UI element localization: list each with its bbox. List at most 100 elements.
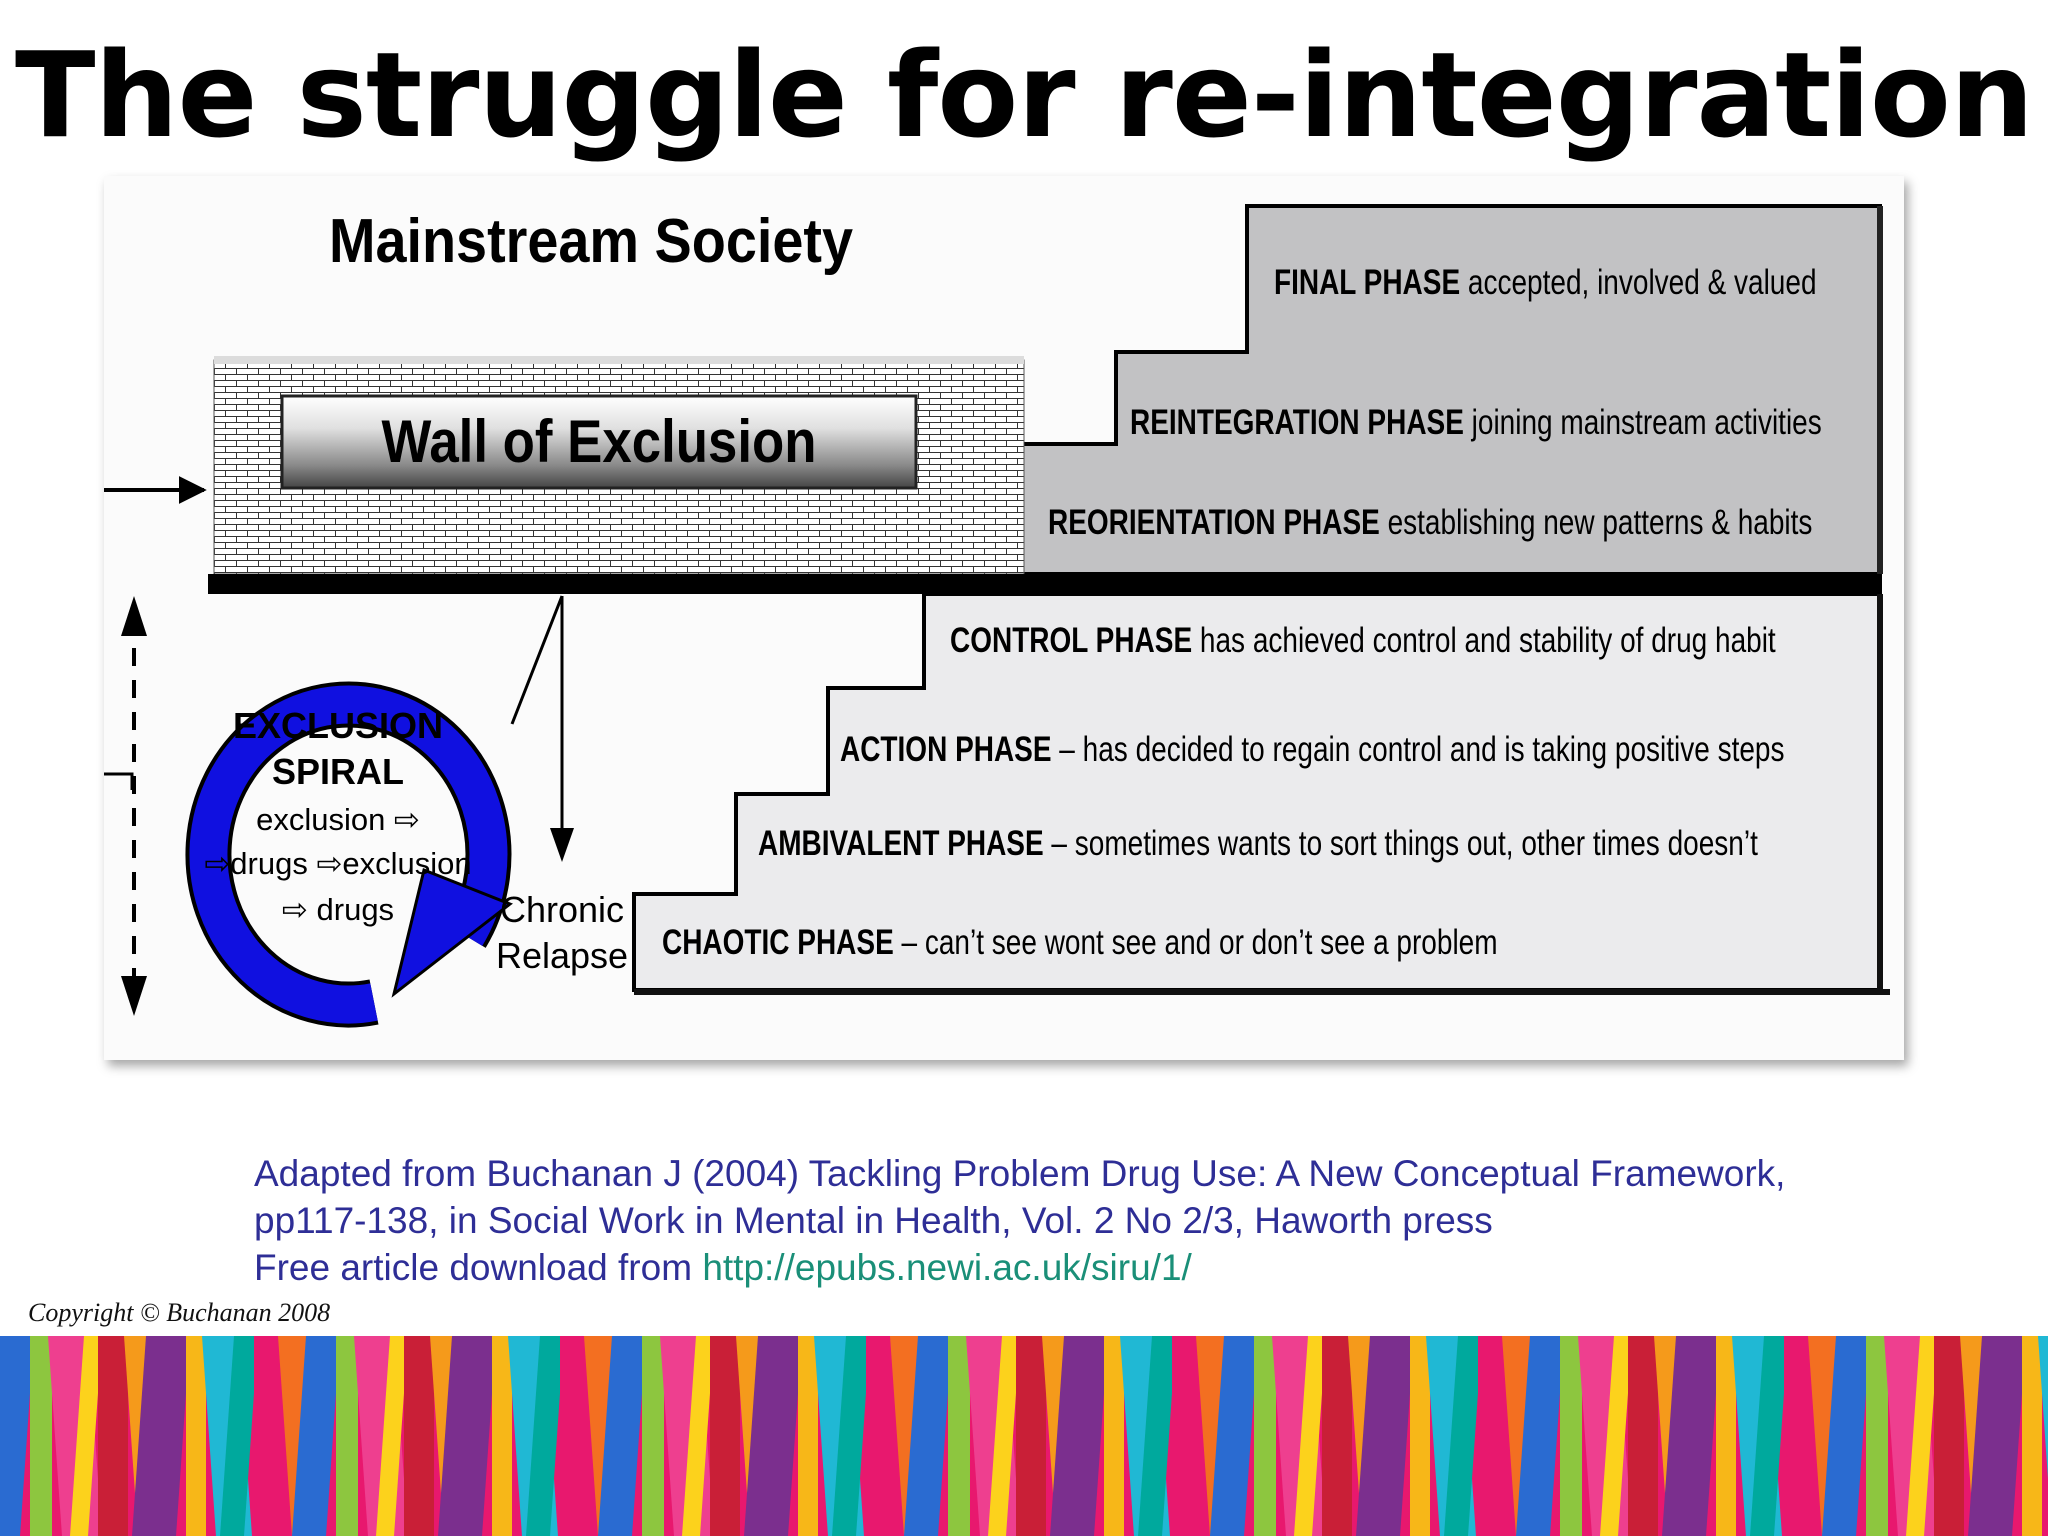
diagram-frame: Mainstream Society Wall of Exclusion: [104, 176, 1904, 1060]
stripe: [1016, 1336, 1046, 1536]
stripe: [1322, 1336, 1352, 1536]
phase-desc-3: establishing new patterns & habits: [1380, 502, 1813, 542]
stripe: [220, 1336, 258, 1536]
stripe: [492, 1336, 512, 1536]
article-download-link[interactable]: http://epubs.newi.ac.uk/siru/1/: [702, 1247, 1192, 1288]
phase-label-1: FINAL PHASE accepted, involved & valued: [1274, 262, 1817, 302]
slide-title: The struggle for re-integration: [15, 26, 2034, 164]
phase-label-4: CONTROL PHASE has achieved control and s…: [950, 620, 1776, 660]
citation-line-3-prefix: Free article download from: [254, 1247, 703, 1288]
stripe: [1628, 1336, 1658, 1536]
phase-desc-6: – sometimes wants to sort things out, ot…: [1044, 823, 1758, 863]
stripe: [1662, 1336, 1720, 1536]
stripe: [404, 1336, 434, 1536]
decorative-stripe-band: [0, 1336, 2048, 1536]
stripe: [336, 1336, 358, 1536]
phase-desc-4: has achieved control and stability of dr…: [1192, 620, 1776, 660]
stripe: [832, 1336, 870, 1536]
spiral-title-1: EXCLUSION: [233, 705, 443, 746]
phase-desc-7: – can’t see wont see and or don’t see a …: [894, 922, 1498, 962]
exclusion-spiral-text: EXCLUSION SPIRAL exclusion ⇨ ⇨drugs ⇨exc…: [204, 705, 471, 927]
phase-desc-2: joining mainstream activities: [1464, 402, 1822, 442]
stripe: [642, 1336, 664, 1536]
stripe: [132, 1336, 190, 1536]
phase-label-3: REORIENTATION PHASE establishing new pat…: [1048, 502, 1812, 542]
stripe: [1822, 1336, 1870, 1536]
phase-name-6: AMBIVALENT PHASE: [758, 823, 1044, 863]
phase-name-7: CHAOTIC PHASE: [662, 922, 894, 962]
phase-name-4: CONTROL PHASE: [950, 620, 1192, 660]
stripe: [1444, 1336, 1482, 1536]
spiral-title-2: SPIRAL: [272, 751, 404, 792]
stripe: [1210, 1336, 1258, 1536]
stripe: [682, 1336, 714, 1536]
stripe: [710, 1336, 740, 1536]
stripe: [1560, 1336, 1582, 1536]
wall-label-box: [280, 394, 918, 490]
stripe: [798, 1336, 818, 1536]
phase-label-2: REINTEGRATION PHASE joining mainstream a…: [1130, 402, 1822, 442]
stripe: [598, 1336, 646, 1536]
spiral-line-3: exclusion ⇨: [256, 802, 420, 837]
stripe: [1410, 1336, 1430, 1536]
stripe: [1478, 1336, 1506, 1536]
stripe: [1516, 1336, 1564, 1536]
citation-line-2: pp117-138, in Social Work in Mental in H…: [254, 1200, 1493, 1241]
stripe: [988, 1336, 1020, 1536]
stripe: [1254, 1336, 1276, 1536]
phase-name-1: FINAL PHASE: [1274, 262, 1460, 302]
stripe: [560, 1336, 588, 1536]
stripe: [1172, 1336, 1200, 1536]
stripe: [904, 1336, 952, 1536]
stripe: [1050, 1336, 1108, 1536]
stripe: [1138, 1336, 1176, 1536]
copyright-notice: Copyright © Buchanan 2008: [28, 1298, 331, 1327]
stripe: [1294, 1336, 1326, 1536]
stripe: [1716, 1336, 1736, 1536]
phase-label-5: ACTION PHASE – has decided to regain con…: [840, 729, 1785, 769]
stripe: [1968, 1336, 2026, 1536]
phase-desc-1: accepted, involved & valued: [1460, 262, 1816, 302]
citation-line-3: Free article download from http://epubs.…: [254, 1244, 2014, 1291]
stripe: [1906, 1336, 1938, 1536]
citation-line-1: Adapted from Buchanan J (2004) Tackling …: [254, 1153, 1786, 1194]
phase-name-5: ACTION PHASE: [840, 729, 1052, 769]
stripe: [1104, 1336, 1124, 1536]
phase-name-3: REORIENTATION PHASE: [1048, 502, 1380, 542]
stripe: [30, 1336, 52, 1536]
phase-label-6: AMBIVALENT PHASE – sometimes wants to so…: [758, 823, 1758, 863]
stripe: [98, 1336, 128, 1536]
stripe: [438, 1336, 496, 1536]
stripe: [0, 1336, 34, 1536]
spiral-line-4: ⇨drugs ⇨exclusion: [204, 846, 471, 881]
stripe: [376, 1336, 408, 1536]
stripe: [744, 1336, 802, 1536]
spiral-line-5: ⇨ drugs: [282, 892, 394, 927]
stripe: [1750, 1336, 1788, 1536]
phase-label-7: CHAOTIC PHASE – can’t see wont see and o…: [662, 922, 1498, 962]
stripe: [2022, 1336, 2042, 1536]
citation-caption: Adapted from Buchanan J (2004) Tackling …: [254, 1150, 2014, 1291]
stripe: [254, 1336, 282, 1536]
society-floor-line: [208, 574, 1882, 594]
mainstream-society-label: Mainstream Society: [329, 207, 853, 275]
relapse-arrow: [510, 595, 574, 862]
phase-desc-5: – has decided to regain control and is t…: [1052, 729, 1785, 769]
phase-name-2: REINTEGRATION PHASE: [1130, 402, 1464, 442]
stripe: [70, 1336, 102, 1536]
stripe: [1600, 1336, 1632, 1536]
stripe: [1866, 1336, 1888, 1536]
stripe: [1356, 1336, 1414, 1536]
stripe: [1934, 1336, 1964, 1536]
stripe: [866, 1336, 894, 1536]
dashed-double-arrow: [104, 596, 147, 1016]
chronic-relapse-line2: Relapse: [496, 935, 628, 976]
stripe: [948, 1336, 970, 1536]
wall-of-exclusion-label: Wall of Exclusion: [381, 408, 816, 475]
exclusion-spiral-arrow: [185, 681, 513, 1028]
stripe: [186, 1336, 206, 1536]
stripe: [526, 1336, 564, 1536]
stripe: [1784, 1336, 1812, 1536]
stripe: [292, 1336, 340, 1536]
chronic-relapse-line1: Chronic: [500, 889, 624, 930]
